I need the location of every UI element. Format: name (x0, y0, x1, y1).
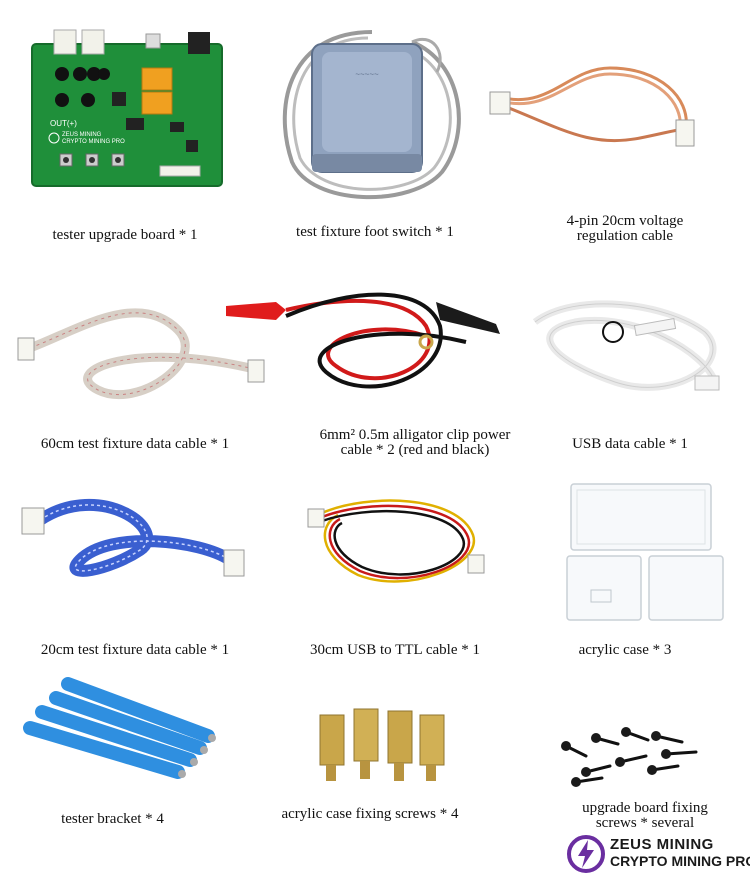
caption-upgrade-board-screws-line1: upgrade board fixing (582, 800, 708, 816)
alligator-clip-cable-image (226, 292, 500, 389)
acrylic-case-image (566, 483, 724, 621)
pcb-brand-line1: ZEUS MINING (62, 132, 102, 138)
tester-upgrade-board-image: OUT(+) ZEUS MINING CRYPTO MINING PRO (31, 29, 223, 187)
lightning-bolt-icon (567, 835, 605, 873)
pcb-brand-line2: CRYPTO MINING PRO (62, 139, 125, 145)
logo-title: ZEUS MINING (610, 836, 714, 853)
caption-tester-upgrade-board: tester upgrade board * 1 (52, 227, 198, 243)
usb-data-cable-image (532, 300, 720, 391)
caption-alligator-cable-line1: 6mm² 0.5m alligator clip power (319, 427, 511, 443)
brand-logo: ZEUS MINING CRYPTO MINING PRO (566, 832, 750, 876)
caption-voltage-regulation-cable-line2: regulation cable (576, 228, 674, 244)
caption-20cm-data-cable: 20cm test fixture data cable * 1 (40, 642, 230, 658)
caption-usb-data-cable: USB data cable * 1 (572, 436, 688, 452)
logo-subtitle: CRYPTO MINING PRO (610, 853, 750, 869)
20cm-data-cable-image (21, 498, 245, 577)
caption-upgrade-board-screws-line2: screws * several (595, 815, 695, 831)
pcb-out-label: OUT(+) (50, 119, 77, 128)
caption-acrylic-case-fixing-screws: acrylic case fixing screws * 4 (281, 806, 459, 822)
foot-switch-image: ~~~~~ (282, 30, 461, 199)
voltage-regulation-cable-image (489, 66, 695, 147)
caption-voltage-regulation-cable-line1: 4-pin 20cm voltage (566, 213, 684, 229)
caption-60cm-data-cable: 60cm test fixture data cable * 1 (40, 436, 230, 452)
caption-alligator-cable-line2: cable * 2 (red and black) (340, 442, 490, 458)
svg-text:~~~~~: ~~~~~ (355, 70, 379, 79)
caption-foot-switch: test fixture foot switch * 1 (296, 224, 454, 240)
caption-acrylic-case: acrylic case * 3 (578, 642, 672, 658)
60cm-data-cable-image (17, 308, 265, 400)
usb-to-ttl-cable-image (307, 499, 485, 583)
black-screws-image (561, 727, 698, 787)
caption-tester-bracket: tester bracket * 4 (61, 811, 164, 827)
caption-usb-to-ttl-cable: 30cm USB to TTL cable * 1 (310, 642, 480, 658)
tester-bracket-image (23, 677, 216, 779)
brass-standoffs-image (319, 708, 445, 781)
